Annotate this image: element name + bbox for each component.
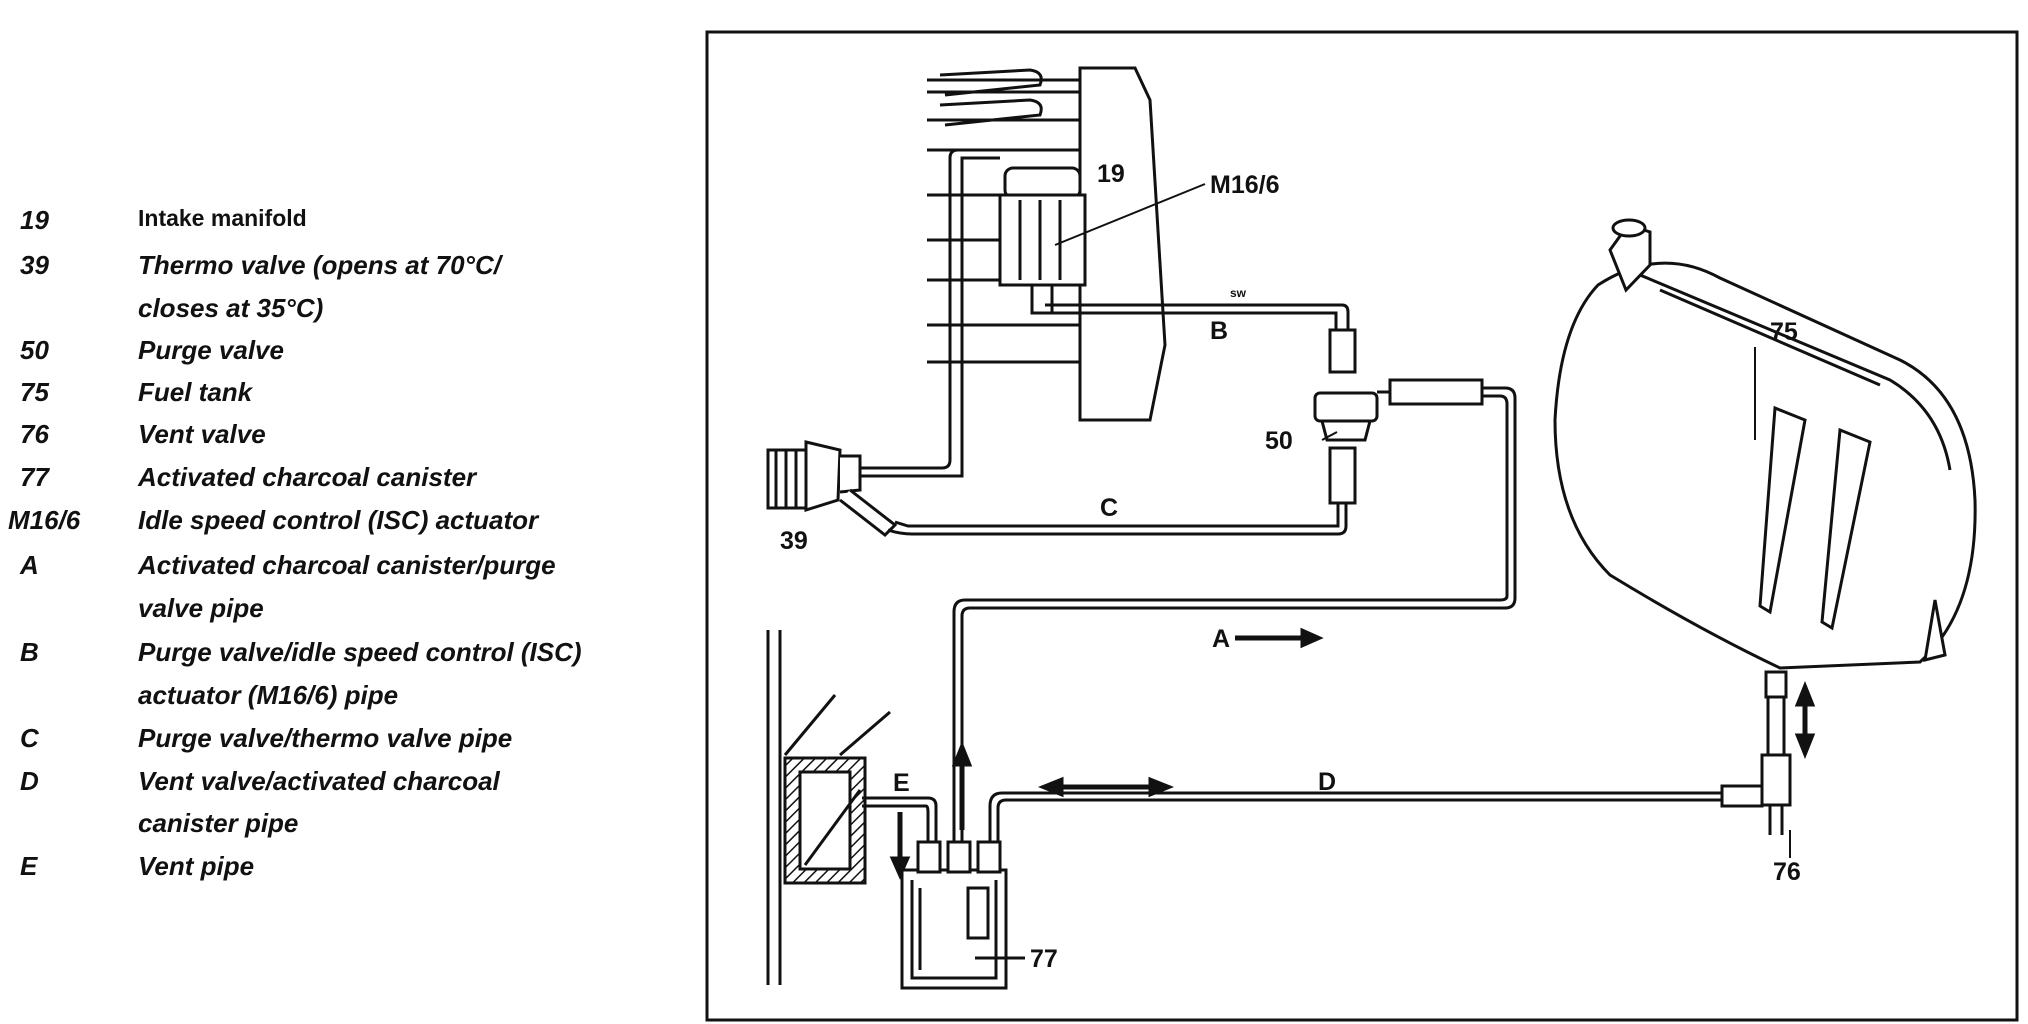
legend-text-cont: canister pipe [138,808,299,838]
legend-row-d-cont: canister pipe [0,808,680,852]
arrow-a [1235,627,1324,649]
legend-row-77: 77 Activated charcoal canister [0,462,680,506]
purge-valve [1313,328,1484,505]
callout-75: 75 [1770,318,1798,346]
legend-row-d: D Vent valve/activated charcoal [0,766,680,810]
callout-77: 77 [1030,945,1058,973]
callout-m16-6: M16/6 [1210,171,1279,199]
legend-text-cont: actuator (M16/6) pipe [138,680,399,710]
legend-text: Activated charcoal canister [138,462,477,492]
callout-50: 50 [1265,427,1293,455]
legend-key: B [20,637,39,667]
callout-76: 76 [1773,858,1801,886]
legend-text: Intake manifold [138,205,307,231]
legend-row-c: C Purge valve/thermo valve pipe [0,723,680,767]
legend-row-50: 50 Purge valve [0,335,680,379]
legend-row-e: E Vent pipe [0,851,680,895]
arrow-d-both [1037,776,1175,798]
legend-row-39-cont: closes at 35°C) [0,293,680,337]
callout-a: A [1212,625,1230,653]
legend-text-cont: valve pipe [138,593,264,623]
legend-key: 77 [20,462,49,492]
legend-text: Fuel tank [138,377,253,407]
legend-key: 19 [20,205,49,235]
callout-39: 39 [780,527,808,555]
legend-row-39: 39 Thermo valve (opens at 70°C/ [0,250,680,294]
legend-text: Purge valve/idle speed control (ISC) [138,637,582,667]
arrow-canister-up [951,740,973,830]
legend-row-m166: M16/6 Idle speed control (ISC) actuator [0,505,680,549]
arrow-e-down [889,812,911,880]
legend-row-19: 19 Intake manifold [0,205,680,249]
legend-text: Thermo valve (opens at 70°C/ [138,250,501,280]
legend-text: Purge valve/thermo valve pipe [138,723,513,753]
pipes [860,148,1722,842]
diagram-frame [705,30,2019,1022]
callout-sw: sw [1230,286,1247,300]
legend-key: 76 [20,419,49,449]
legend-key: E [20,851,38,881]
legend-text: Vent pipe [138,851,255,881]
legend: 19 Intake manifold 39 Thermo valve (open… [0,0,680,1024]
legend-row-75: 75 Fuel tank [0,377,680,421]
legend-text: Vent valve/activated charcoal [138,766,500,796]
legend-row-76: 76 Vent valve [0,419,680,463]
legend-key: 75 [20,377,49,407]
legend-key: 50 [20,335,49,365]
legend-key: C [20,723,39,753]
legend-row-b: B Purge valve/idle speed control (ISC) [0,637,680,681]
callout-e: E [893,769,910,797]
thermo-valve [766,440,898,537]
legend-key: D [20,766,39,796]
legend-key: M16/6 [8,505,81,535]
legend-row-b-cont: actuator (M16/6) pipe [0,680,680,724]
leader-lines [1054,183,1791,858]
legend-text: Vent valve [138,419,266,449]
fuel-tank [1553,218,1977,670]
legend-text: Purge valve [138,335,284,365]
charcoal-canister [900,840,1025,990]
legend-text: Activated charcoal canister/purge [138,550,556,580]
legend-key: 39 [20,250,49,280]
callout-b: B [1210,317,1228,345]
callout-d: D [1318,768,1336,796]
legend-row-a-cont: valve pipe [0,593,680,637]
arrow-vent-both [1794,680,1816,760]
legend-text: Idle speed control (ISC) actuator [138,505,539,535]
callout-c: C [1100,494,1118,522]
flow-arrows [889,627,1816,880]
isc-actuator [998,166,1087,315]
legend-row-a: A Activated charcoal canister/purge [0,550,680,594]
callout-19: 19 [1097,160,1125,188]
body-panel [766,630,891,985]
intake-manifold [927,66,1167,422]
vent-valve [1720,670,1792,835]
legend-text-cont: closes at 35°C) [138,293,324,323]
legend-key: A [20,550,39,580]
